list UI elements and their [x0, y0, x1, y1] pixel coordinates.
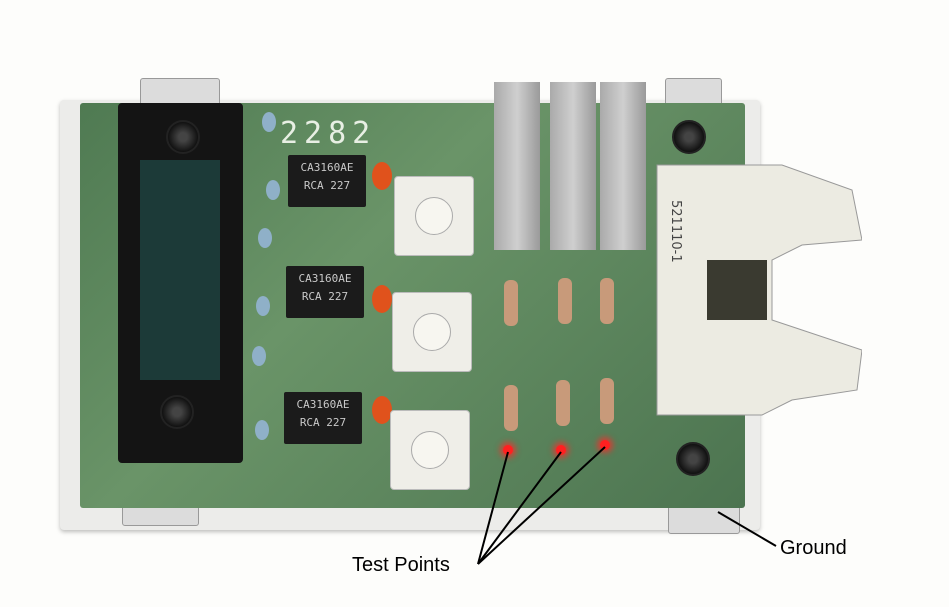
capacitor	[372, 162, 392, 190]
pointer-line	[477, 451, 562, 565]
board-number: 2282	[280, 116, 377, 151]
trimmer	[494, 82, 540, 250]
screw-icon	[676, 442, 710, 476]
capacitor	[256, 296, 270, 316]
capacitor	[372, 396, 392, 424]
resistor	[558, 278, 572, 324]
test-point	[556, 445, 566, 455]
screw-icon	[160, 395, 194, 429]
resistor	[504, 385, 518, 431]
resistor	[556, 380, 570, 426]
capacitor	[255, 420, 269, 440]
pointer-line	[717, 511, 777, 547]
capacitor	[372, 285, 392, 313]
pointer-line	[477, 451, 509, 565]
trimmer	[600, 82, 646, 250]
test-point	[503, 445, 513, 455]
ribbon-connector: 521110-1	[656, 164, 862, 416]
screw-icon	[672, 120, 706, 154]
test-points-label: Test Points	[352, 554, 450, 576]
resistor	[600, 378, 614, 424]
connector-marking: 521110-1	[668, 200, 683, 263]
ground-label: Ground	[780, 537, 847, 559]
capacitor	[266, 180, 280, 200]
potentiometer	[392, 292, 472, 372]
capacitor	[252, 346, 266, 366]
resistor	[600, 278, 614, 324]
pointer-line	[477, 446, 606, 565]
connector-window	[140, 160, 220, 380]
potentiometer	[394, 176, 474, 256]
capacitor	[262, 112, 276, 132]
potentiometer	[390, 410, 470, 490]
capacitor	[258, 228, 272, 248]
test-point	[600, 440, 610, 450]
screw-icon	[166, 120, 200, 154]
trimmer	[550, 82, 596, 250]
resistor	[504, 280, 518, 326]
